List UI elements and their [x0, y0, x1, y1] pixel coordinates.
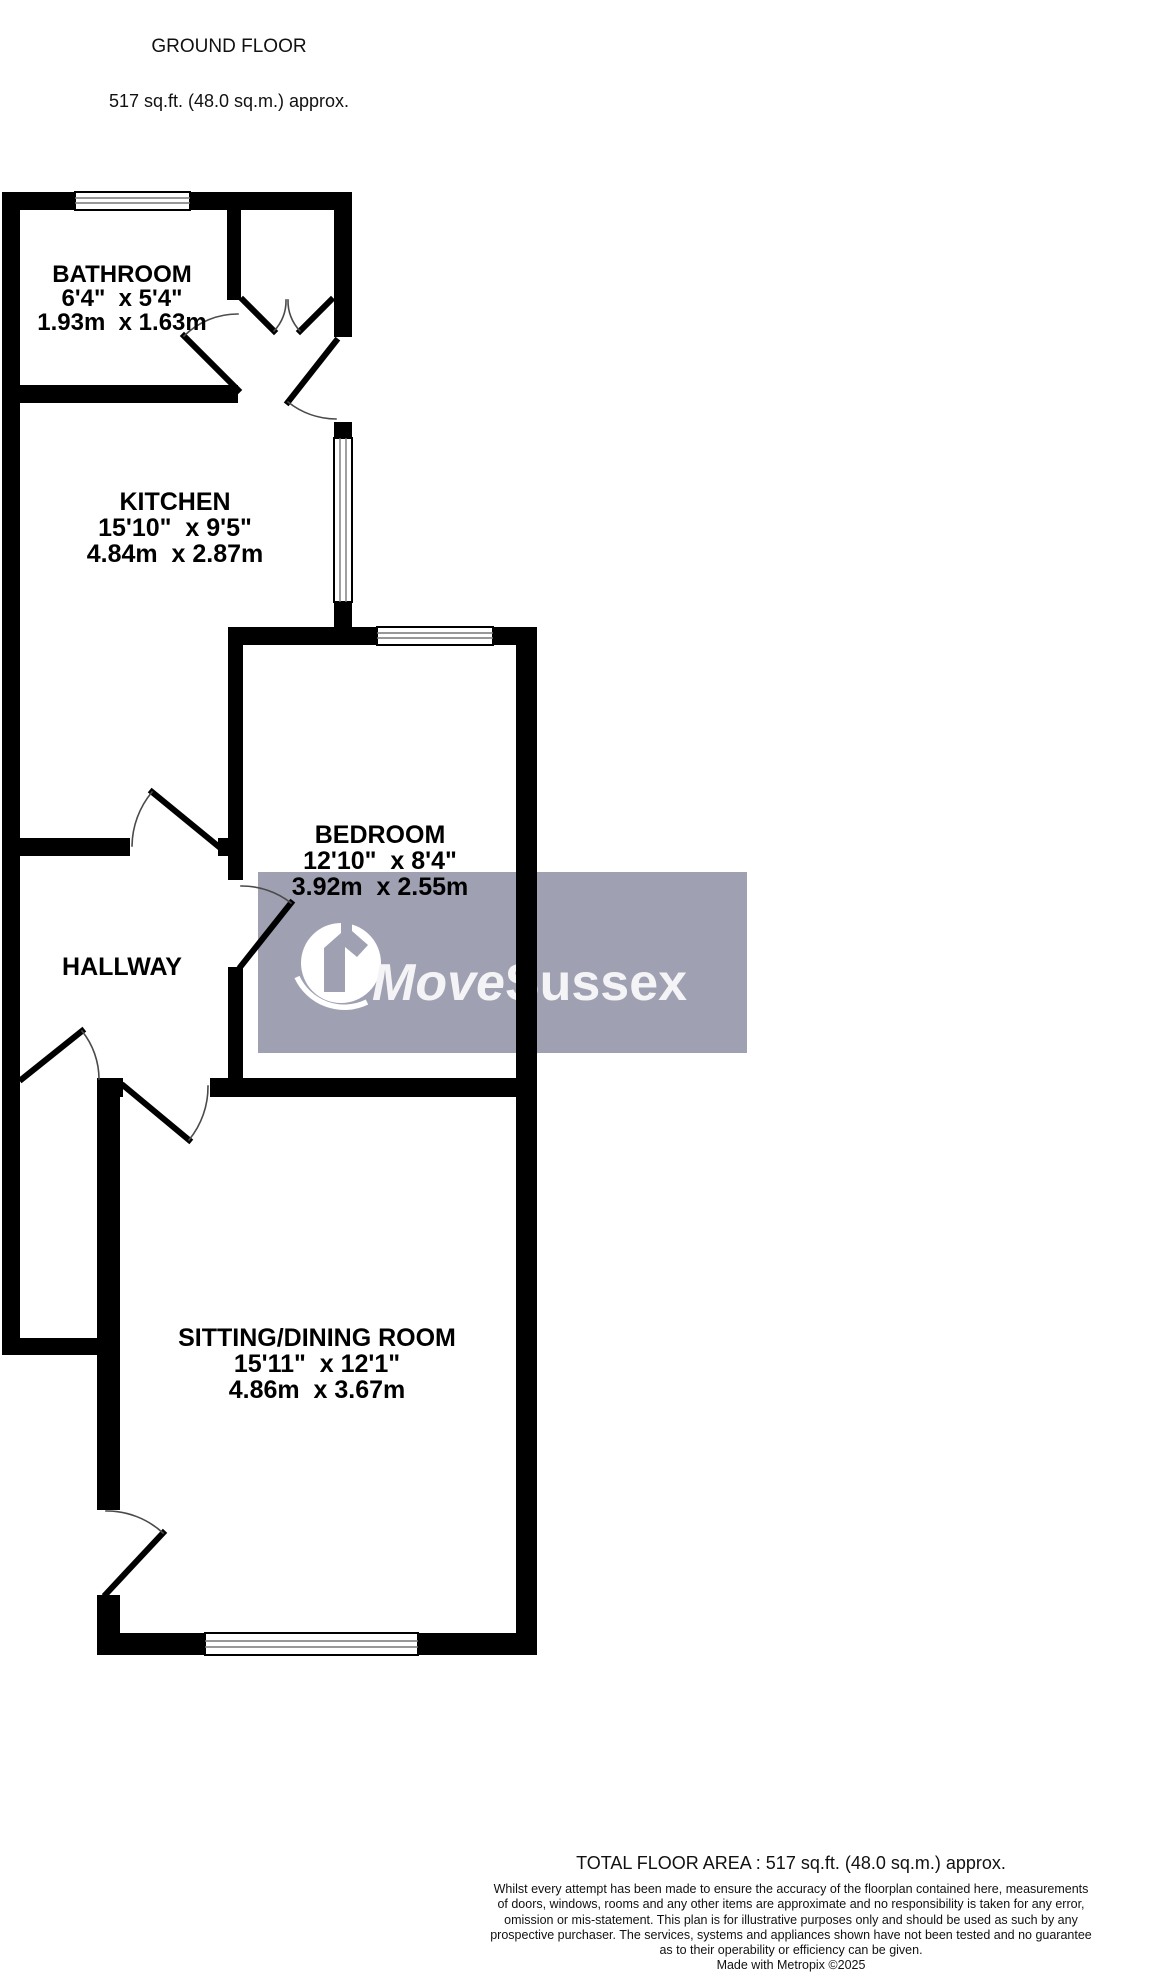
wall-hallway-kitchen-stub [218, 838, 228, 856]
plan-footer: TOTAL FLOOR AREA : 517 sq.ft. (48.0 sq.m… [471, 1853, 1111, 1974]
wall-bathroom-right [227, 210, 241, 300]
room-name: BATHROOM [52, 261, 192, 288]
page-title: GROUND FLOOR [151, 36, 307, 57]
room-dims-imperial: 15'11" x 12'1" [233, 1350, 401, 1378]
hallway-front-door-icon [17, 1026, 100, 1084]
wall-bedroom-left-upper [228, 645, 243, 880]
windows [74, 191, 494, 1656]
kitchen-hallway-door-icon [131, 787, 223, 851]
disclaimer-line: of doors, windows, rooms and any other i… [497, 1897, 1085, 1912]
wall-bottom-right [418, 1633, 537, 1655]
room-dims-imperial: 15'10" x 9'5" [98, 514, 252, 542]
wall-top-right [190, 192, 352, 210]
plan-header: GROUND FLOOR 517 sq.ft. (48.0 sq.m.) app… [109, 1, 349, 146]
watermark-house-icon [324, 921, 368, 992]
wall-right [516, 627, 537, 1655]
room-name: HALLWAY [62, 953, 182, 981]
wall-sitting-left-upper [97, 1097, 120, 1510]
disclaimer-line: Whilst every attempt has been made to en… [493, 1882, 1089, 1896]
room-label-kitchen: KITCHEN 15'10" x 9'5" 4.84m x 2.87m [87, 489, 264, 567]
bathroom-door-icon [179, 313, 243, 395]
wall-kitchen-right-stub-upper [334, 422, 352, 438]
room-name: BEDROOM [314, 821, 446, 849]
wall-left [2, 192, 20, 1355]
room-label-bedroom: BEDROOM 12'10" x 8'4" 3.92m x 2.55m [292, 822, 469, 900]
room-label-sitting-dining: SITTING/DINING ROOM 15'11" x 12'1" 4.86m… [178, 1325, 456, 1403]
wall-bedroom-left-lower [228, 967, 243, 1097]
room-label-bathroom: BATHROOM 6'4" x 5'4" 1.93m x 1.63m [37, 263, 206, 335]
bathroom-window-icon [74, 191, 191, 211]
room-dims-imperial: 6'4" x 5'4" [61, 285, 183, 312]
wall-kitchen-right-upper [334, 210, 352, 337]
wall-bedroom-bottom [240, 1078, 516, 1097]
total-floor-area: TOTAL FLOOR AREA : 517 sq.ft. (48.0 sq.m… [576, 1853, 1006, 1873]
bedroom-door-icon [236, 885, 296, 971]
wall-hallway-kitchen [20, 838, 130, 856]
room-name: KITCHEN [119, 488, 231, 516]
wall-hallway-bottom [2, 1338, 110, 1355]
sitting-rear-door-icon [101, 1510, 168, 1599]
disclaimer-line: omission or mis-statement. This plan is … [504, 1912, 1078, 1927]
kitchen-window-icon [333, 437, 353, 603]
brand-prefix: Move [372, 954, 505, 1012]
kitchen-side-door-icon [283, 336, 341, 420]
wall-bottom-left [97, 1633, 205, 1655]
room-dims-imperial: 12'10" x 8'4" [303, 847, 457, 875]
room-dims-metric: 4.86m x 3.67m [228, 1376, 406, 1404]
doors [17, 295, 341, 1599]
wall-bedroom-top-left [228, 627, 377, 645]
sitting-window-icon [204, 1632, 419, 1656]
page-subtitle: 517 sq.ft. (48.0 sq.m.) approx. [108, 91, 350, 111]
wall-bathroom-bottom [20, 385, 238, 403]
room-dims-metric: 4.84m x 2.87m [86, 540, 264, 568]
cupboard-double-door-icon [238, 295, 336, 336]
walls [2, 192, 537, 1655]
wall-sitting-top-stub [97, 1078, 123, 1097]
metropix-credit: Made with Metropix ©2025 [716, 1958, 866, 1973]
disclaimer-line: as to their operability or efficiency ca… [659, 1943, 923, 1958]
watermark-swoosh-icon [294, 975, 369, 1010]
room-name: SITTING/DINING ROOM [178, 1324, 456, 1352]
room-dims-metric: 1.93m x 1.63m [37, 309, 207, 336]
sitting-room-door-icon [119, 1081, 209, 1145]
bedroom-window-icon [376, 626, 494, 646]
room-dims-metric: 3.92m x 2.55m [291, 873, 469, 901]
disclaimer-line: prospective purchaser. The services, sys… [490, 1927, 1092, 1942]
wall-sitting-top-mid [210, 1078, 240, 1097]
wall-top-left [2, 192, 75, 210]
room-label-hallway: HALLWAY [62, 954, 182, 980]
